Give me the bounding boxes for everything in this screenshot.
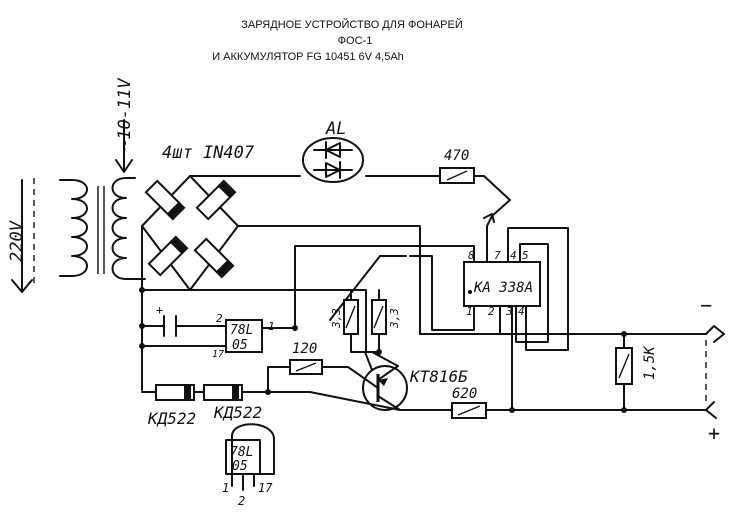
ic-pin-4: 4 [510,249,517,262]
ic-ka338a: KA 338A 8 7 4 5 1 2 3 4 [463,249,541,318]
junction-dot-7 [509,407,515,413]
ic-pin1-dot [468,290,472,294]
regulator-label-top: 78L [230,323,253,338]
capacitor-plus: + [156,303,163,317]
package-label-bottom: 05 [232,459,248,474]
transformer: 220V ~10-11V [7,78,146,293]
package-pins [231,473,255,491]
minus-rail [139,289,707,353]
package-pin-17: 17 [258,481,273,495]
ic-pin-1: 1 [466,305,473,318]
diode-kd522-1-band [184,385,191,400]
bridge-diode-2 [195,179,237,221]
led-label: AL [325,119,346,139]
led-diode-1 [313,141,353,159]
regulator-pin-2: 2 [216,312,223,325]
regulator-package: 78L 05 1 2 17 [222,423,275,508]
bridge-diode-1 [144,179,186,221]
regulator-wiring [141,325,296,347]
resistor-120-mark [295,362,317,372]
transistor-leads [347,365,401,411]
title-line-1: ЗАРЯДНОЕ УСТРОЙСТВО ДЛЯ ФОНАРЕЙ [241,18,463,31]
junction-dot-2 [139,323,145,329]
top-rail-wire [189,175,511,217]
transistor-emitter-arrow [378,378,388,386]
minus-terminal-wire [705,325,725,343]
mains-voltage-label: 220V [7,220,27,262]
package-flat-face [225,439,261,475]
resistor-470-mark [446,170,468,181]
resistor-3k3-b-mark [373,305,384,329]
primary-winding [59,179,88,277]
transistor-label: КТ816Б [409,367,468,386]
plus-rail [141,391,707,411]
resistor-120-wiring [267,366,349,393]
title-line-2: ФОС-1 [338,35,373,47]
diode-kd522-1-label: КД522 [147,409,196,428]
ic-body [463,261,541,307]
transistor-collector-wiring [371,351,399,367]
regulator-78l05: 78L 05 2 1 17 [212,312,275,360]
resistor-620-label: 620 [452,386,477,402]
resistor-120-label: 120 [292,341,317,357]
regulator-label-bottom: 05 [232,338,248,353]
bridge-diode-4 [193,237,235,279]
secondary-winding [111,177,146,280]
led-indicator: AL [302,119,364,183]
ic-pin-7: 7 [494,249,501,262]
junction-dot-9 [621,407,627,413]
plus-terminal-wire [705,401,717,419]
resistor-470-label: 470 [444,148,469,164]
ic-pin-2: 2 [488,305,495,318]
resistor-1k5-label: 1,5K [642,345,658,380]
transistor-body [362,365,408,411]
bridge-diode-4-band [216,260,233,277]
regulator-body [225,319,263,353]
junction-dot-3 [139,343,145,349]
regulator-pin-17: 17 [212,349,224,360]
junction-dot-1 [376,349,382,355]
ic-label: KA 338A [473,280,533,296]
ic-pin-4b: 4 [518,305,525,318]
package-pin-2: 2 [238,494,245,508]
title-line-3: И АККУМУЛЯТОР FG 10451 6V 4,5Ah [212,51,404,63]
package-outline [231,423,275,475]
ic-pin-5: 5 [522,249,529,262]
junction-dot-5 [292,325,298,331]
diode-kd522-2-band [232,385,239,400]
resistor-1k5-mark [618,353,630,379]
ic-pin7-arrow [483,213,495,227]
diode-kd522-2-label: КД522 [213,403,262,422]
ic-pin-3: 3 [505,305,513,318]
minus-terminal-label: − [700,293,712,317]
junction-dot-8 [621,331,627,337]
mains-wire [11,179,33,293]
bridge-diode-1-band [167,202,184,219]
package-label-top: 78L [230,445,253,460]
transistor-kt816b: КТ816Б [347,365,468,411]
resistor-3k3-b-label: 3,3 [388,308,401,329]
secondary-arrow [115,119,133,173]
plus-terminal-label: + [708,421,720,445]
bridge-diode-3-band [170,237,187,254]
junction-dot-4 [139,287,145,293]
package-pin-1: 1 [222,481,229,495]
resistor-3k3-a-label: 3,3 [330,308,343,329]
secondary-voltage-label: ~10-11V [115,78,135,150]
diode-bridge: 4шт IN407 [141,143,255,291]
ic-pin-8: 8 [468,249,475,262]
regulator-pin-1: 1 [268,320,275,333]
resistor-620-mark [457,405,481,416]
bridge-label: 4шт IN407 [162,143,255,163]
resistor-3k3-wiring [350,289,380,371]
bridge-diode-2-band [218,181,235,198]
resistor-3k3-a-mark [345,305,356,329]
led-diode-2 [313,161,353,179]
title-block: ЗАРЯДНОЕ УСТРОЙСТВО ДЛЯ ФОНАРЕЙ ФОС-1 И … [212,18,463,63]
led-ring [302,137,364,183]
